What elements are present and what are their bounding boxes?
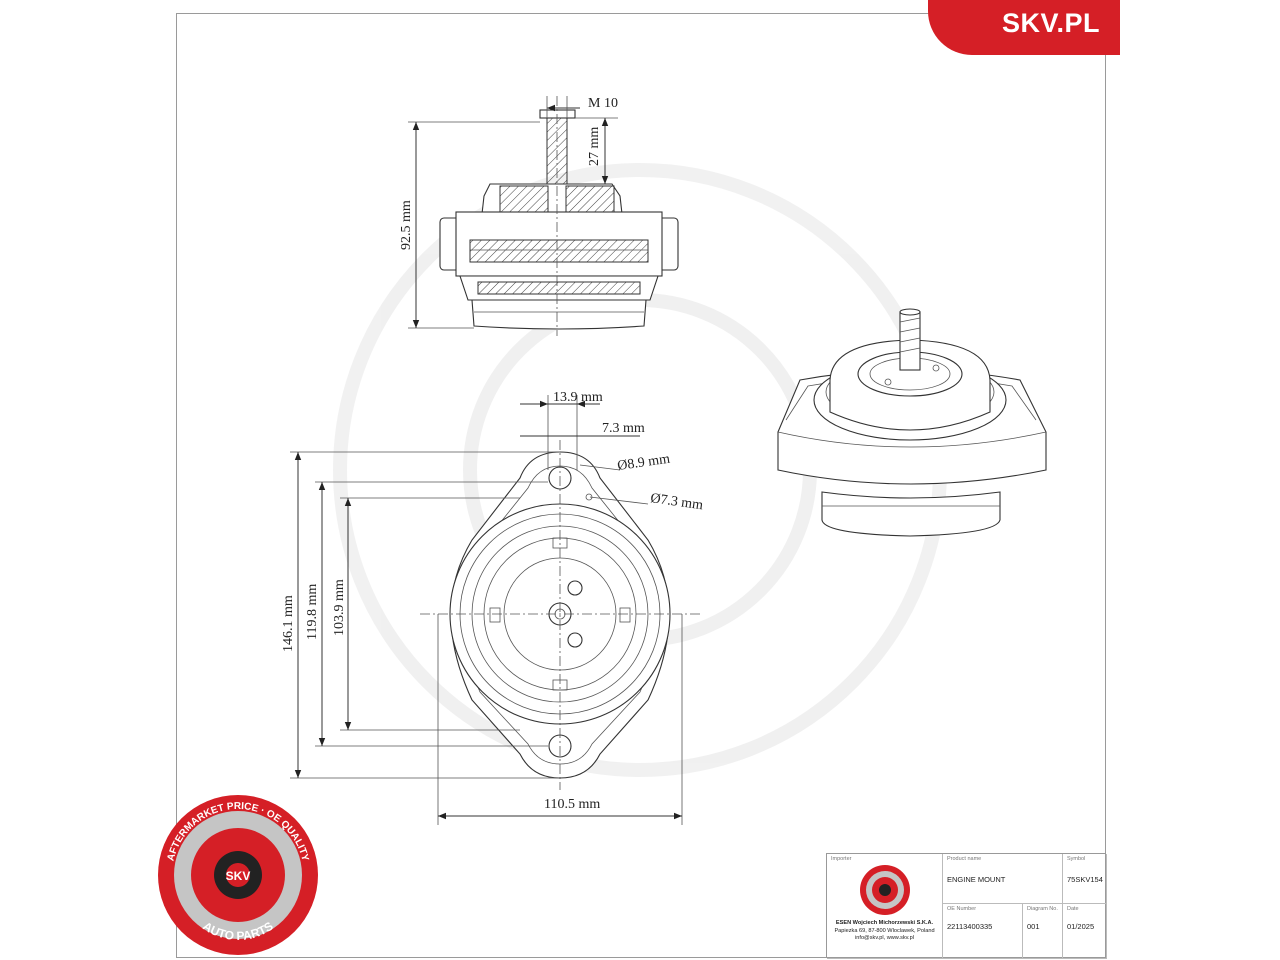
title-block: Importer ESEN Wojciech Michorzewski S.K.…	[826, 853, 1107, 959]
total-height-dimension: 92.5 mm	[399, 200, 414, 250]
drawing-frame	[176, 13, 1106, 958]
product-name: ENGINE MOUNT	[947, 875, 1006, 884]
stud-length-dimension: 27 mm	[587, 127, 602, 166]
diagram-number: 001	[1027, 922, 1040, 931]
symbol-value: 75SKV154	[1067, 875, 1103, 884]
thread-dimension: M 10	[588, 96, 618, 111]
hole-spacing-dimension: 13.9 mm	[553, 390, 603, 405]
hole-diameter-1: Ø8.9 mm	[616, 452, 671, 474]
oe-number-cell: OE Number 22113400335	[943, 904, 1023, 959]
date-cell: Date 01/2025	[1063, 904, 1107, 959]
length-1-dimension: 146.1 mm	[281, 595, 296, 652]
importer-cell: Importer ESEN Wojciech Michorzewski S.K.…	[827, 854, 943, 959]
importer-label: Importer	[831, 856, 852, 862]
product-name-cell: Product name ENGINE MOUNT	[943, 854, 1063, 904]
top-view	[290, 395, 700, 825]
importer-address: ESEN Wojciech Michorzewski S.K.A. Papiez…	[834, 920, 935, 941]
symbol-cell: Symbol 75SKV154	[1063, 854, 1107, 904]
width-dimension: 110.5 mm	[544, 797, 600, 812]
importer-logo-icon	[860, 865, 910, 915]
oe-number: 22113400335	[947, 922, 993, 931]
offset-dimension: 7.3 mm	[602, 421, 645, 436]
diagram-no-cell: Diagram No. 001	[1023, 904, 1063, 959]
skv-auto-parts-badge	[158, 795, 318, 955]
badge-center-text: SKV	[226, 869, 251, 883]
length-3-dimension: 103.9 mm	[332, 579, 347, 636]
side-section-view	[408, 96, 679, 336]
length-2-dimension: 119.8 mm	[305, 584, 320, 640]
hole-diameter-2: Ø7.3 mm	[649, 491, 704, 513]
isometric-view	[777, 308, 1047, 537]
brand-logo-tab: SKV.PL	[928, 0, 1120, 55]
brand-name: SKV.PL	[1001, 8, 1100, 38]
date-value: 01/2025	[1067, 922, 1095, 931]
